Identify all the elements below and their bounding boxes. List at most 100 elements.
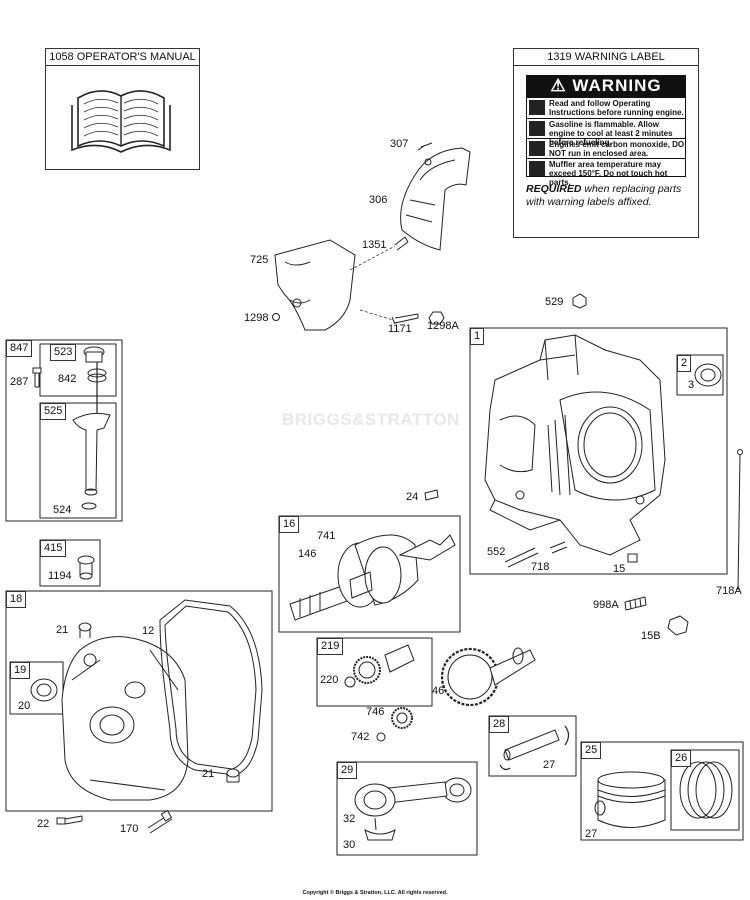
pin-552	[504, 547, 539, 568]
label-552: 552	[487, 546, 506, 558]
label-46: 46	[432, 685, 445, 697]
warning-row-hot: Muffler area temperature may exceed 150°…	[527, 158, 685, 187]
tag-847: 847	[6, 340, 33, 357]
cylinder-block-1	[484, 334, 666, 556]
label-741: 741	[317, 530, 336, 542]
label-1298a: 1298A	[427, 320, 459, 332]
warning-heading: ⚠ WARNING	[526, 75, 686, 97]
tag-525: 525	[40, 403, 67, 420]
label-742: 742	[351, 731, 370, 743]
label-30: 30	[343, 839, 356, 851]
tag-25: 25	[581, 742, 602, 759]
label-21a: 21	[56, 624, 69, 636]
tag-19: 19	[10, 662, 31, 679]
label-1351: 1351	[362, 239, 387, 251]
label-21b: 21	[202, 768, 215, 780]
tag-523: 523	[50, 344, 77, 361]
operators-manual-title: 1058 OPERATOR'S MANUAL	[46, 49, 199, 66]
label-718: 718	[531, 561, 550, 573]
blower-housing-306	[400, 142, 471, 251]
watermark: BRIGGS&STRATTON	[282, 410, 460, 429]
label-287: 287	[10, 376, 29, 388]
plug-529	[572, 293, 587, 309]
hot-surface-icon	[529, 161, 545, 176]
label-529: 529	[545, 296, 564, 308]
label-32: 32	[343, 813, 356, 825]
label-24: 24	[406, 491, 419, 503]
dipstick-tube-525	[72, 412, 111, 510]
required-note: REQUIRED when replacing parts with warni…	[526, 183, 682, 208]
warning-row-fire: Gasoline is flammable. Allow engine to c…	[527, 118, 685, 147]
crankshaft-16	[289, 534, 456, 621]
piston-25	[594, 771, 666, 828]
flame-icon	[529, 121, 545, 136]
copyright-notice: Copyright © Briggs & Stratton, LLC. All …	[302, 890, 448, 896]
dowel-24	[424, 489, 439, 501]
label-3: 3	[688, 379, 695, 391]
piston-rings-26	[679, 761, 733, 819]
pin-718	[549, 541, 568, 554]
camshaft-46	[440, 647, 536, 707]
tag-219: 219	[317, 638, 344, 655]
oil-fill-plug-1194	[77, 555, 95, 580]
warning-label-panel: 1319 WARNING LABEL ⚠ WARNING Read and fo…	[513, 48, 699, 238]
tag-16: 16	[279, 516, 300, 533]
warning-row-manual: Read and follow Operating Instructions b…	[527, 98, 685, 118]
warning-label-title: 1319 WARNING LABEL	[514, 49, 698, 66]
label-146: 146	[298, 548, 317, 560]
bearing-3	[694, 363, 722, 387]
read-manual-icon	[529, 100, 545, 115]
label-1298: 1298	[244, 312, 269, 324]
label-524: 524	[53, 504, 72, 516]
label-27a: 27	[543, 759, 556, 771]
label-15: 15	[613, 563, 626, 575]
oil-seal-20	[30, 678, 58, 702]
screw-998a	[624, 596, 647, 611]
label-718a: 718A	[716, 585, 742, 597]
nut-1298	[272, 313, 280, 321]
carbon-monoxide-icon	[529, 141, 545, 156]
tag-29: 29	[337, 762, 358, 779]
label-1194: 1194	[48, 570, 72, 582]
washer-742	[376, 732, 386, 742]
label-306: 306	[369, 194, 388, 206]
operators-manual-panel: 1058 OPERATOR'S MANUAL	[45, 48, 200, 170]
tag-28: 28	[489, 716, 510, 733]
screw-1351	[349, 236, 409, 271]
plug-15	[627, 553, 638, 563]
piston-pin-28	[499, 725, 570, 771]
tag-2: 2	[677, 355, 692, 372]
label-170: 170	[120, 823, 139, 835]
nut-1298a	[428, 311, 445, 325]
gear-746	[391, 707, 413, 729]
label-27b: 27	[585, 828, 598, 840]
label-15b: 15B	[641, 630, 661, 642]
dipstick-cap-842	[83, 346, 107, 420]
tag-26: 26	[671, 750, 692, 767]
screw-1171	[391, 313, 419, 325]
dipstick-718a	[737, 449, 743, 591]
label-22: 22	[37, 818, 50, 830]
tag-415: 415	[40, 540, 67, 557]
connecting-rod-29	[354, 777, 472, 841]
plug-21b	[226, 768, 240, 783]
shield-725	[274, 239, 356, 331]
label-20: 20	[18, 700, 31, 712]
screw-22	[56, 815, 83, 825]
breather-170	[147, 809, 173, 834]
screw-287	[32, 367, 42, 388]
plug-21	[78, 622, 92, 638]
governor-gear-219	[344, 644, 415, 688]
warning-triangle-icon: ⚠	[550, 76, 567, 95]
tag-1: 1	[470, 328, 485, 345]
warning-row-co: Engines emit carbon monoxide, DO NOT run…	[527, 138, 685, 159]
crankcase-cover-18	[61, 636, 189, 801]
label-998a: 998A	[593, 599, 619, 611]
label-220: 220	[320, 674, 339, 686]
plug-15b	[667, 615, 689, 636]
label-1171: 1171	[388, 323, 412, 335]
label-746: 746	[366, 706, 385, 718]
label-12: 12	[142, 625, 155, 637]
label-307: 307	[390, 138, 409, 150]
